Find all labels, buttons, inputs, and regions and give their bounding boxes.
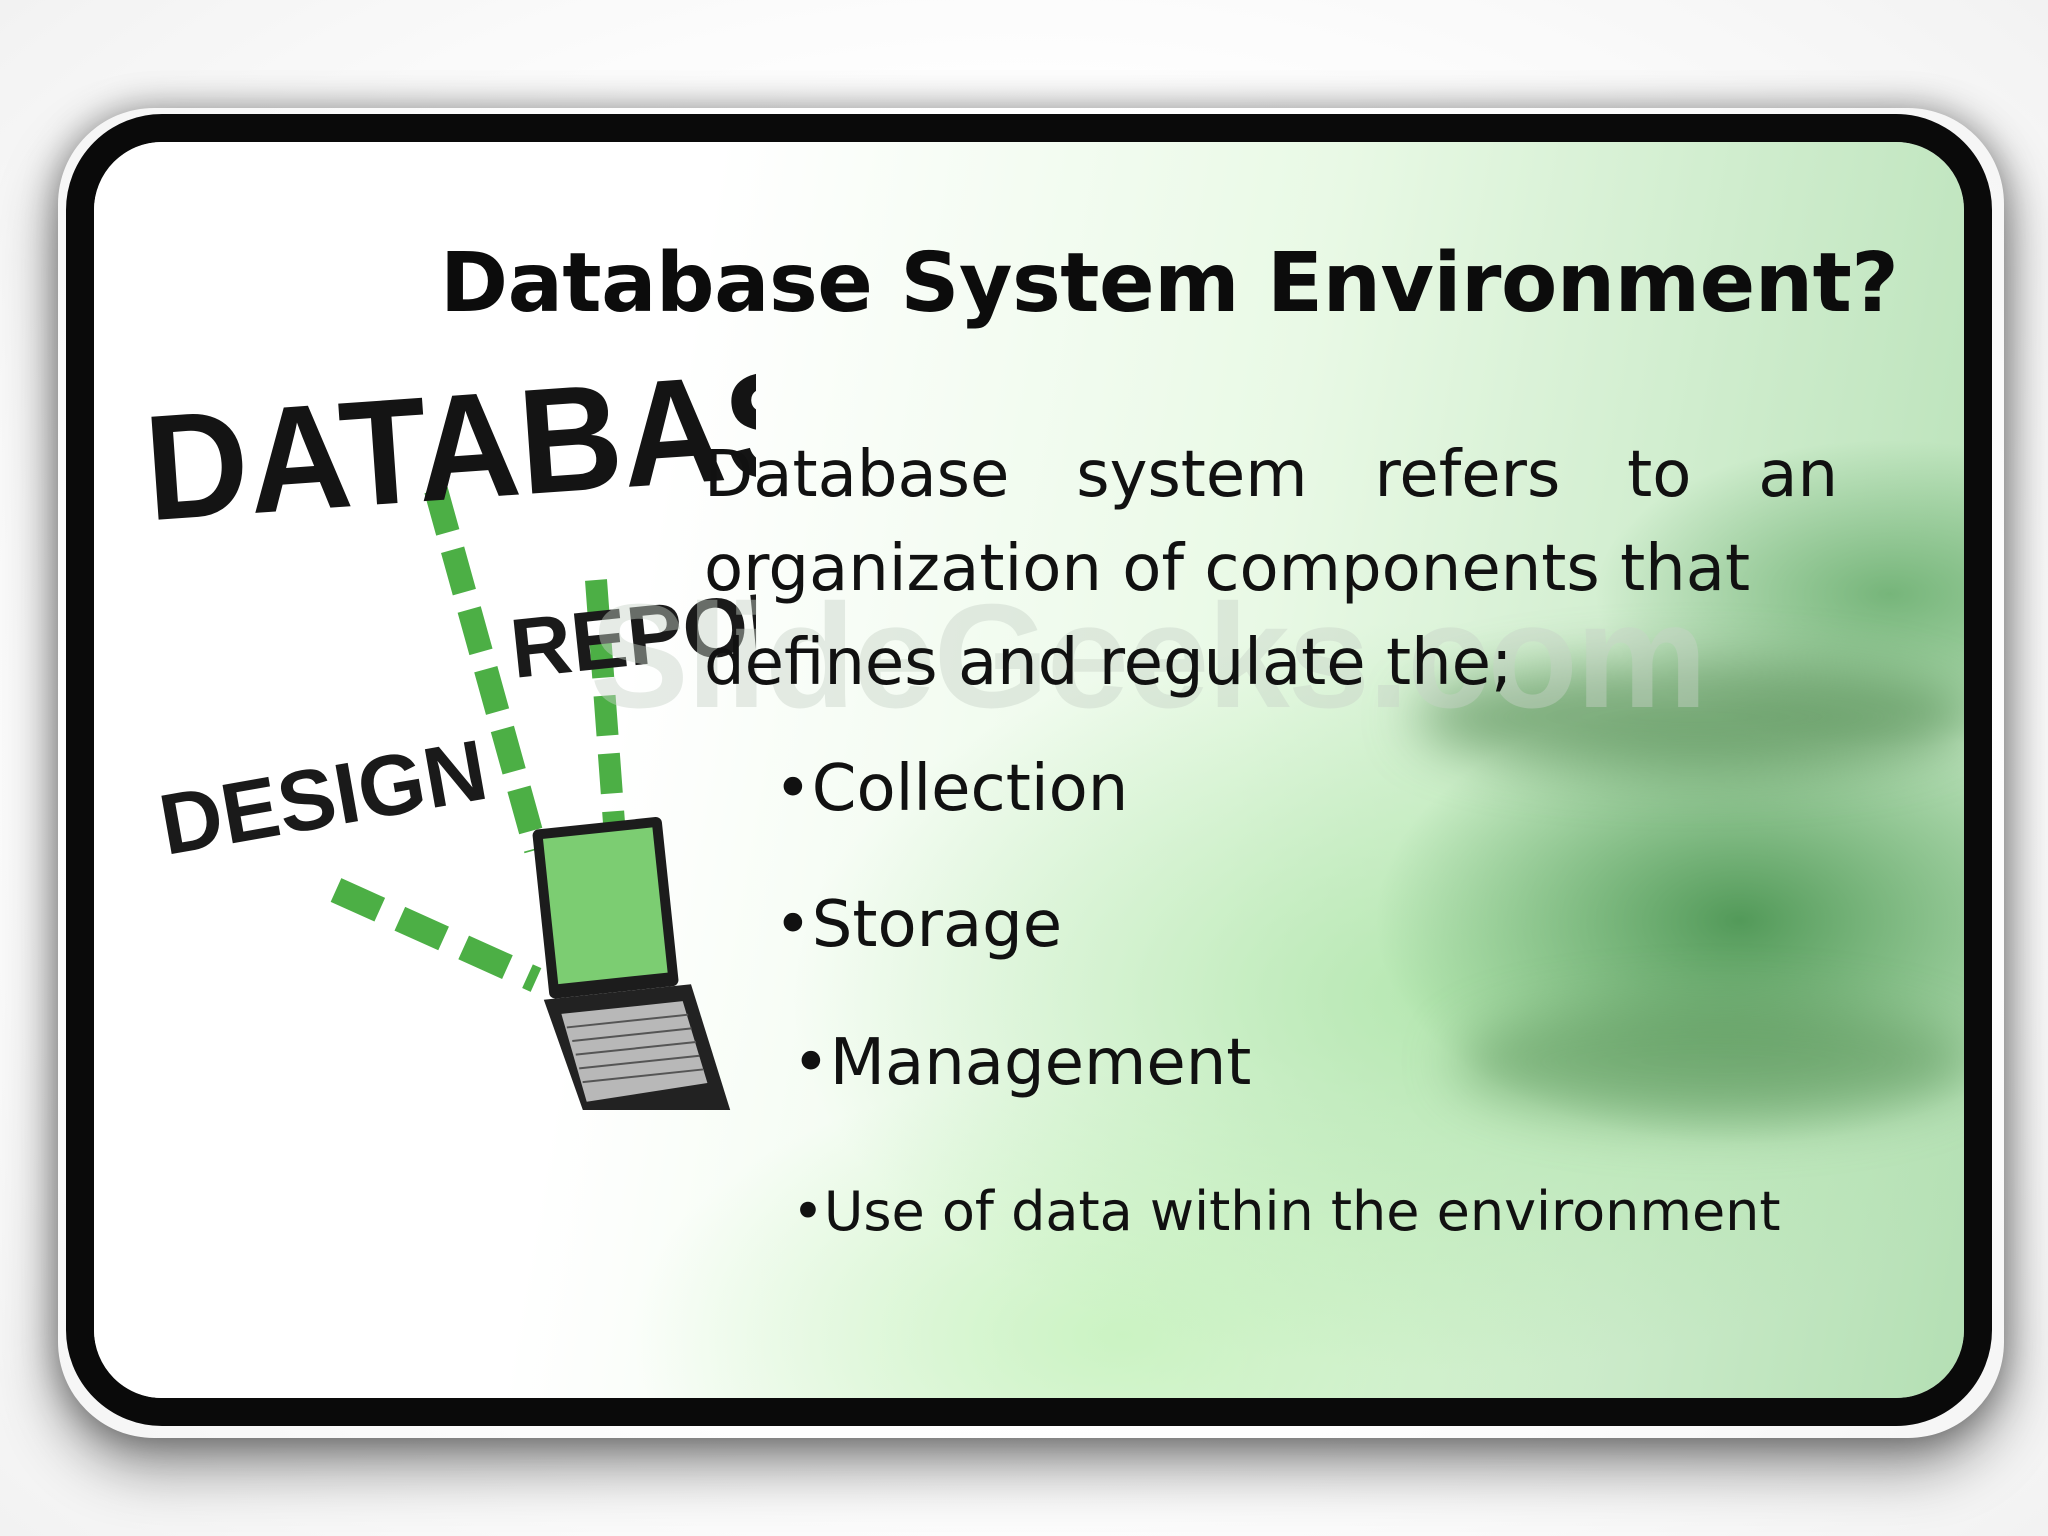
design-word: DESIGN [153,722,494,874]
bullet-management: •Management [792,1026,1252,1100]
slide-title: Database System Environment? [440,236,1899,331]
background-streak [1414,662,1964,772]
slide-frame [66,114,1992,1426]
watermark: SlideGeeks.com [590,574,1707,739]
database-illustration: DATABASE REPORT DESIGN [140,333,756,1110]
paragraph-last-line: defines and regulate the; [704,626,1513,700]
slide-paragraph: Database system refers to an organizatio… [704,428,1838,710]
database-word: DATABASE [140,333,756,553]
bullet-collection: •Collection [774,752,1129,826]
green-dashed-connectors [330,486,627,992]
laptop-icon [532,817,734,1110]
paragraph-lead: Database system refers to an organizatio… [704,438,1838,606]
background-streak [1454,1002,1964,1122]
bullet-storage: •Storage [774,888,1063,962]
bullet-use-of-data: •Use of data within the environment [792,1180,1781,1243]
